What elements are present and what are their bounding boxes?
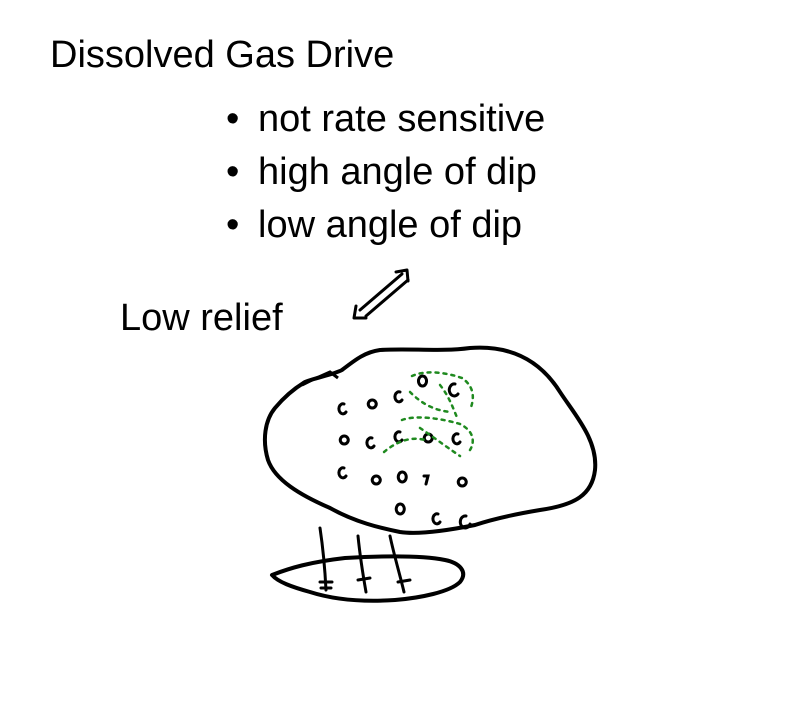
oil-droplet bbox=[456, 476, 468, 488]
oil-droplet bbox=[431, 512, 442, 526]
bullet-text: not rate sensitive bbox=[258, 98, 546, 140]
wells bbox=[318, 526, 412, 594]
gas-cluster bbox=[410, 371, 474, 412]
bullet-low-angle-of-dip: • low angle of dip bbox=[226, 199, 545, 252]
oil-droplet bbox=[422, 432, 434, 444]
slide-title: Dissolved Gas Drive bbox=[50, 34, 395, 76]
reservoir-notch bbox=[301, 370, 339, 387]
gas-bubbles bbox=[382, 371, 474, 458]
well-line bbox=[388, 534, 406, 594]
oil-droplet bbox=[394, 502, 406, 516]
oil-droplet bbox=[337, 466, 348, 480]
gas-cluster bbox=[408, 390, 452, 414]
oil-droplet bbox=[393, 390, 404, 404]
bullet-text: high angle of dip bbox=[258, 151, 537, 193]
gas-cluster bbox=[418, 426, 462, 458]
reservoir-outline bbox=[262, 345, 598, 535]
gas-cluster bbox=[400, 416, 474, 452]
bullet-marker: • bbox=[226, 98, 240, 140]
oil-droplet bbox=[370, 474, 382, 486]
oil-droplets bbox=[337, 374, 472, 530]
bullet-marker: • bbox=[226, 204, 240, 246]
gas-cluster bbox=[438, 383, 460, 422]
oil-droplet bbox=[451, 432, 462, 446]
bullet-not-rate-sensitive: • not rate sensitive bbox=[226, 93, 545, 146]
well-marker bbox=[318, 580, 334, 590]
surface-pool bbox=[270, 554, 466, 603]
oil-droplet bbox=[366, 398, 378, 410]
well-marker bbox=[356, 576, 372, 582]
oil-droplet bbox=[422, 474, 430, 486]
oil-droplet bbox=[365, 436, 376, 450]
bullet-text: low angle of dip bbox=[258, 204, 523, 246]
oil-droplet bbox=[447, 382, 460, 398]
low-relief-label: Low relief bbox=[120, 297, 283, 339]
oil-droplet bbox=[393, 430, 404, 444]
double-arrow-icon bbox=[352, 268, 410, 320]
oil-droplet bbox=[337, 402, 348, 416]
oil-droplet bbox=[458, 514, 472, 530]
well-line bbox=[356, 534, 368, 594]
bullet-high-angle-of-dip: • high angle of dip bbox=[226, 146, 545, 199]
oil-droplet bbox=[338, 434, 350, 446]
gas-cluster bbox=[382, 437, 427, 454]
oil-droplet bbox=[396, 470, 408, 484]
bullet-marker: • bbox=[226, 151, 240, 193]
well-marker bbox=[396, 578, 412, 584]
oil-droplet bbox=[417, 374, 428, 388]
well-line bbox=[318, 526, 328, 592]
bullet-list: • not rate sensitive • high angle of dip •… bbox=[226, 93, 545, 252]
